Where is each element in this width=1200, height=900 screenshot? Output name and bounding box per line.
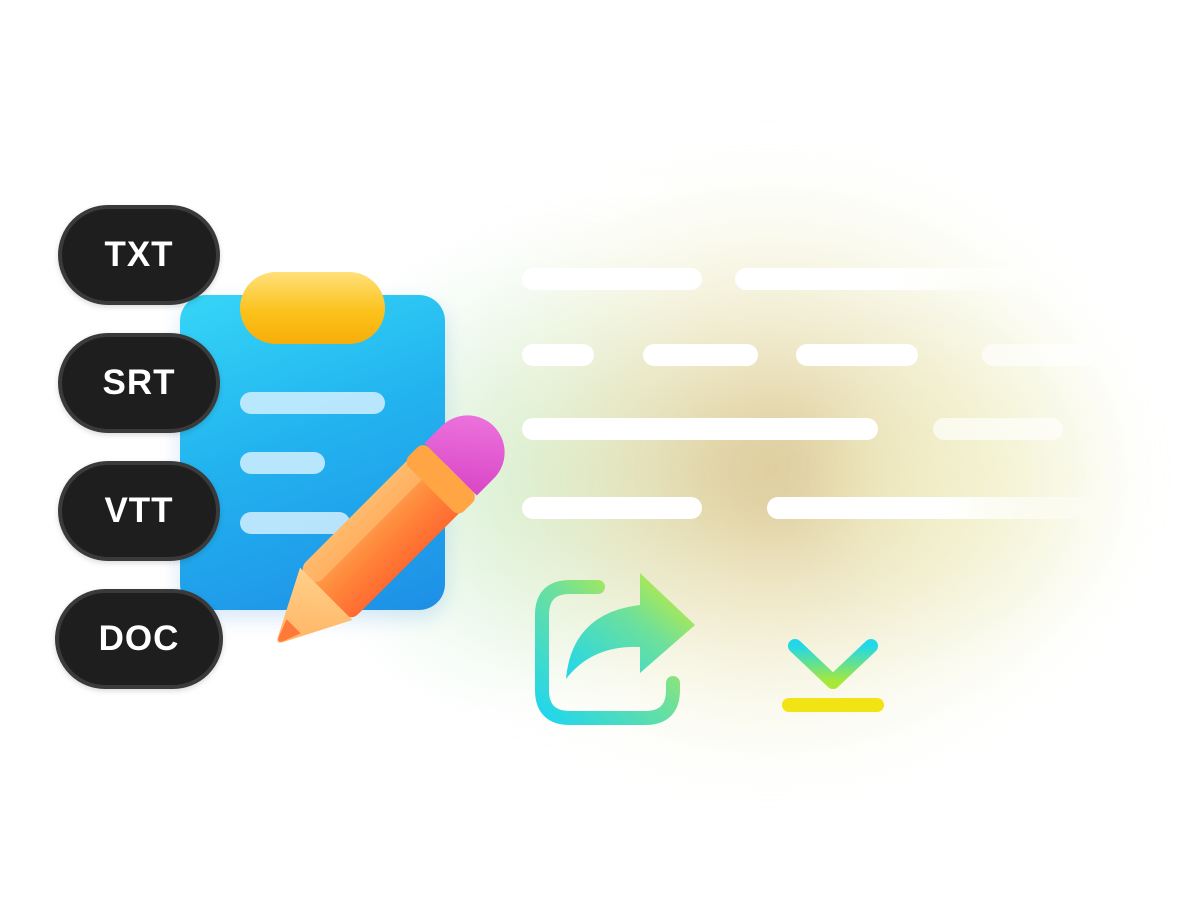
- format-button-vtt[interactable]: VTT: [58, 461, 220, 561]
- clipboard-line: [240, 452, 325, 474]
- format-label: TXT: [104, 235, 174, 274]
- format-label: VTT: [104, 491, 174, 530]
- preview-line: [522, 497, 702, 519]
- format-button-doc[interactable]: DOC: [55, 589, 223, 689]
- format-label: SRT: [102, 363, 176, 402]
- clipboard-line: [240, 512, 350, 534]
- preview-line: [522, 418, 878, 440]
- preview-line: [767, 497, 1097, 519]
- preview-line: [643, 344, 758, 366]
- share-icon[interactable]: [530, 565, 710, 730]
- preview-line: [522, 176, 664, 198]
- preview-line: [982, 344, 1094, 366]
- format-button-srt[interactable]: SRT: [58, 333, 220, 433]
- download-icon[interactable]: [775, 570, 895, 720]
- clipboard-line: [240, 392, 385, 414]
- clipboard-clip: [240, 272, 385, 344]
- preview-line: [933, 418, 1063, 440]
- preview-line: [796, 344, 918, 366]
- preview-line: [735, 268, 1025, 290]
- preview-line: [522, 344, 594, 366]
- preview-line: [522, 268, 702, 290]
- format-button-txt[interactable]: TXT: [58, 205, 220, 305]
- format-label: DOC: [98, 619, 180, 658]
